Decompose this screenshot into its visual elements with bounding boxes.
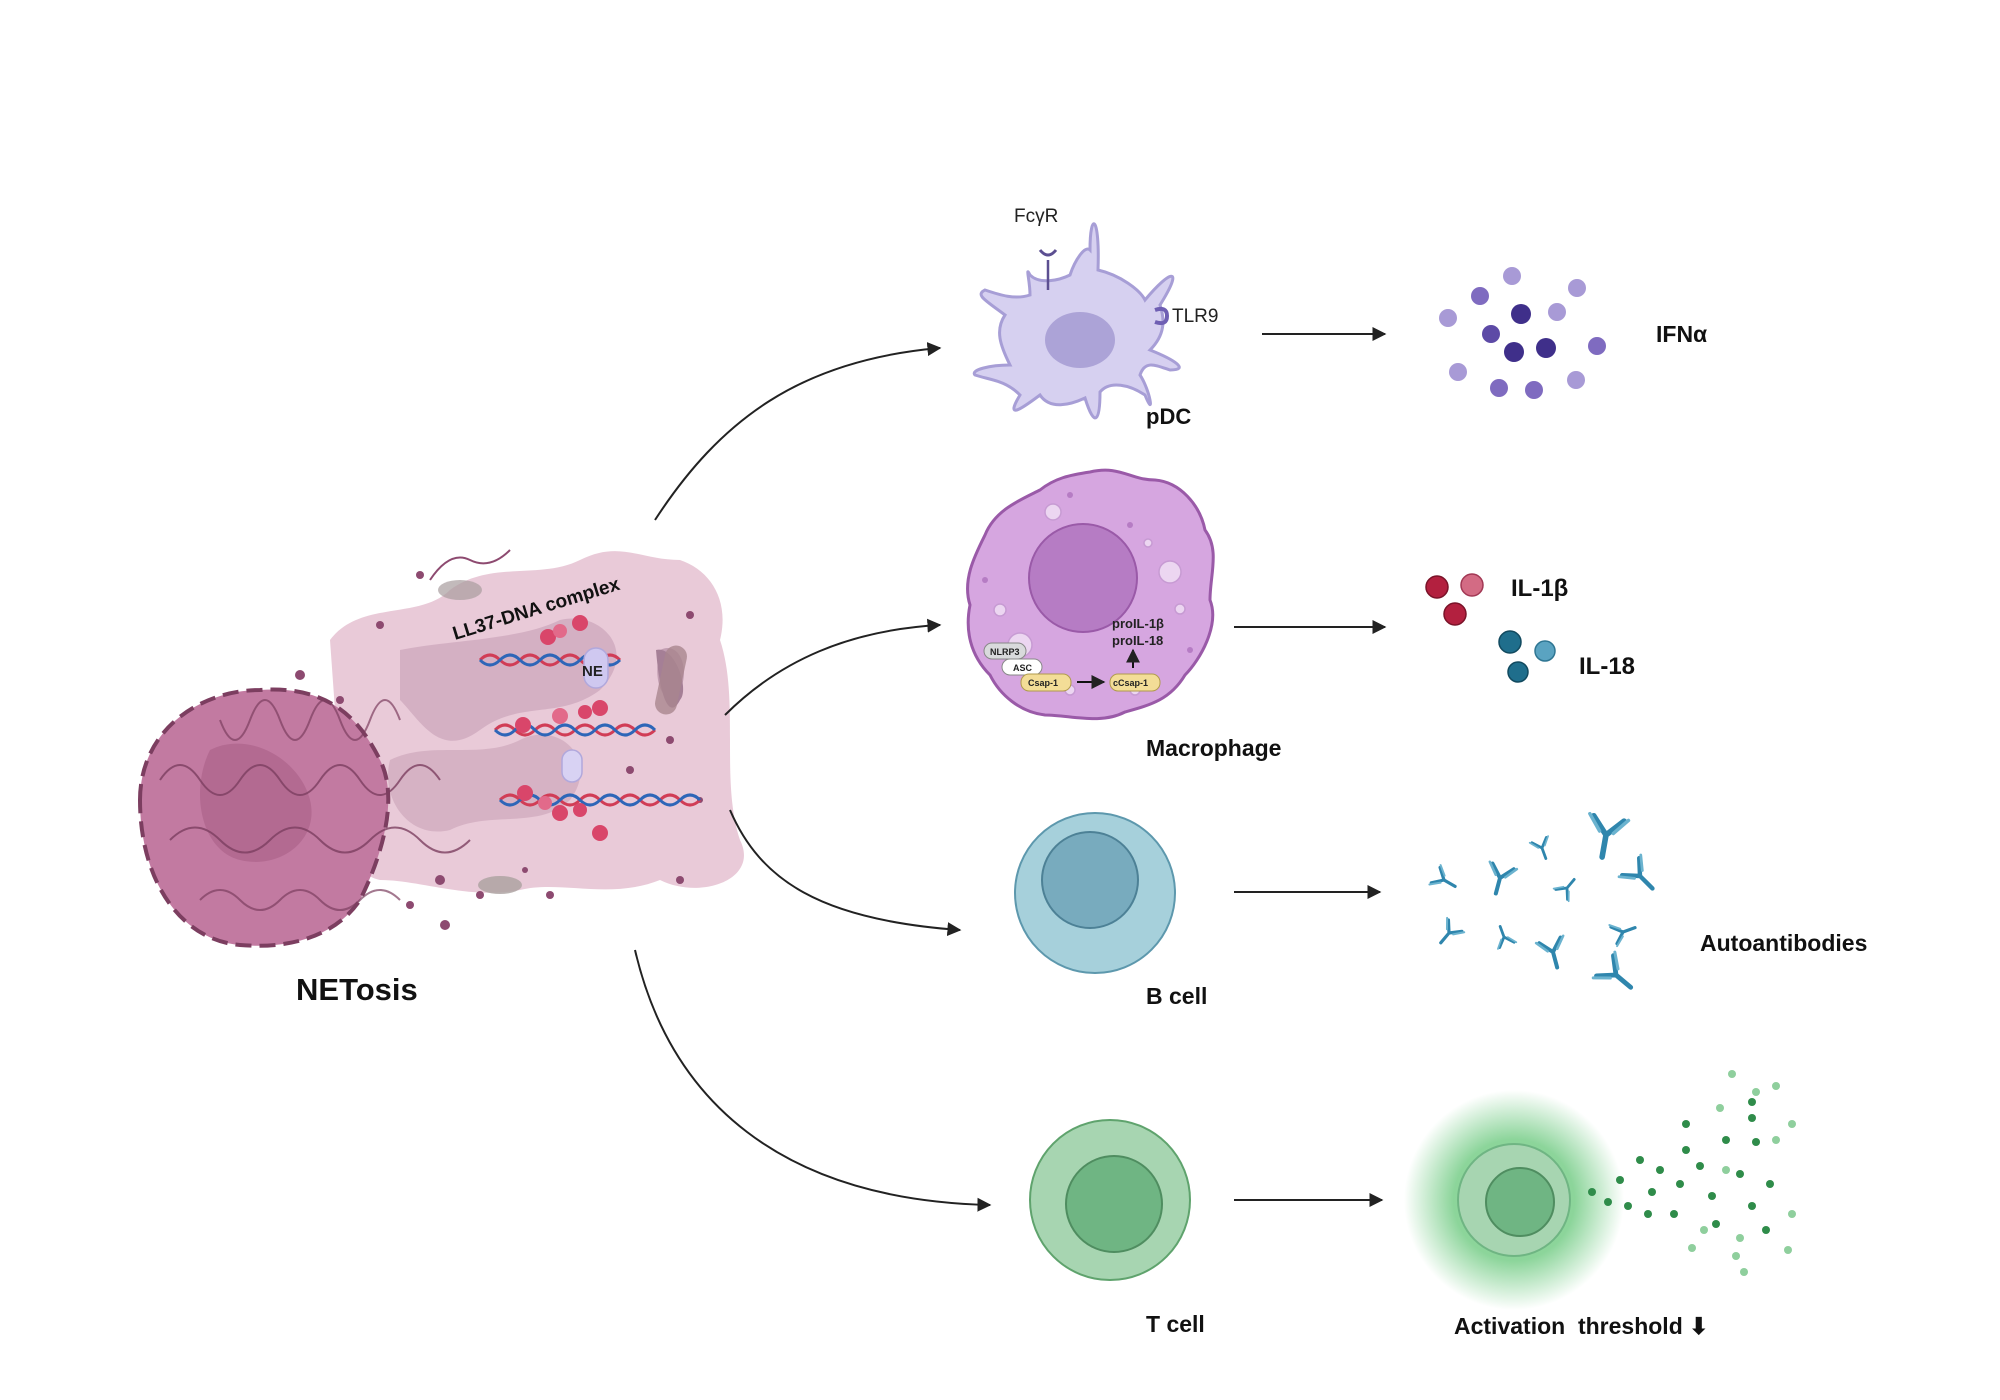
ne-capsule (561, 749, 583, 783)
fcgr-label: FcγR (1014, 206, 1058, 227)
arrow-to-bcell (729, 809, 962, 937)
tcell-released-particles (1588, 1098, 1774, 1234)
ifn-alpha-label: IFNα (1656, 321, 1707, 347)
arrow-to-macrophage (724, 618, 942, 716)
activation-threshold-label: Activation threshold ⬇ (1454, 1313, 1708, 1339)
bcell-label: B cell (1146, 983, 1207, 1009)
nlrp3-label: NLRP3 (990, 647, 1020, 657)
netosis-cell (137, 549, 744, 948)
tcell-label: T cell (1146, 1311, 1205, 1337)
macrophage-label: Macrophage (1146, 735, 1281, 761)
tcell-released-particles-light (1688, 1070, 1796, 1276)
arrow-to-tcell (634, 949, 992, 1212)
macrophage-cell (966, 468, 1215, 721)
prolil18-label: proIL-18 (1112, 633, 1163, 648)
tlr9-label: TLR9 (1172, 306, 1218, 327)
ne-capsule (583, 647, 609, 689)
activated-tcell (1404, 1090, 1624, 1310)
bcell-cell (1014, 812, 1176, 974)
dna-strand-icon (493, 700, 657, 737)
antibody-icon (1427, 814, 1663, 1001)
ccsap-label: cCsap-1 (1113, 678, 1148, 688)
ifn-alpha-cytokines (1439, 267, 1606, 399)
csap-label: Csap-1 (1028, 678, 1058, 688)
autoantibodies-label: Autoantibodies (1700, 930, 1867, 956)
ne-label: NE (582, 663, 603, 680)
il18-label: IL-18 (1579, 653, 1635, 680)
arrow-to-pdc (654, 342, 942, 521)
prolil1b-label: proIL-1β (1112, 616, 1164, 631)
pdc-label: pDC (1146, 404, 1191, 429)
asc-label: ASC (1013, 663, 1033, 673)
il1b-label: IL-1β (1511, 575, 1568, 602)
dna-strand-icon (498, 785, 702, 841)
il1b-cytokines (1425, 573, 1484, 626)
netosis-label: NETosis (296, 972, 418, 1007)
il18-cytokines (1498, 630, 1556, 683)
pdc-cell (972, 222, 1181, 420)
tcell-cell (1029, 1119, 1191, 1281)
